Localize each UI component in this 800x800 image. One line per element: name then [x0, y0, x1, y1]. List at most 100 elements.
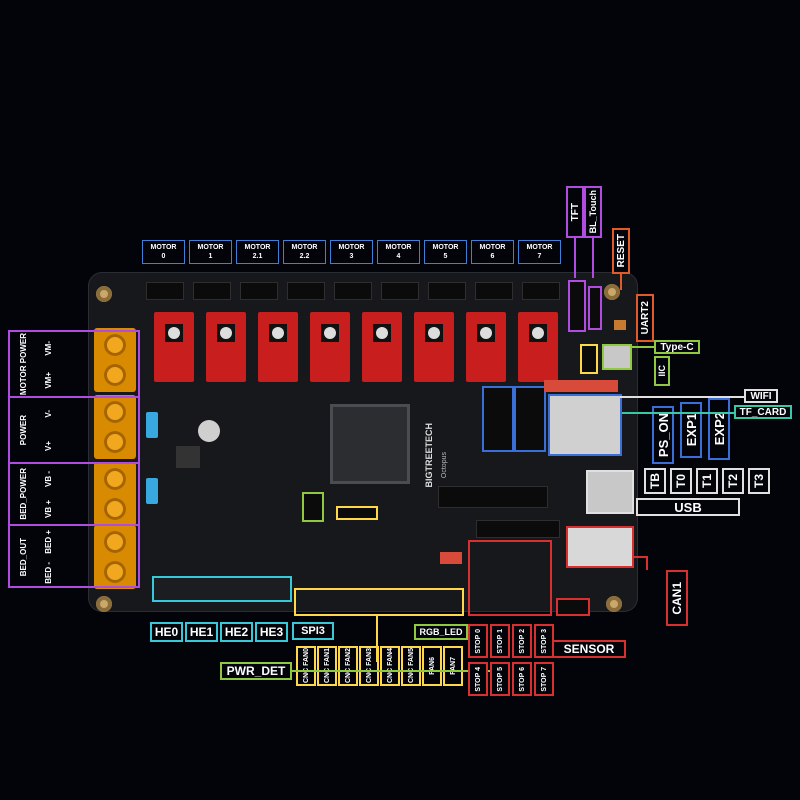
motor-power-label: MOTOR POWER	[18, 332, 28, 396]
motor-label-number: 2.2	[299, 253, 310, 260]
stop-label-text: STOP 5	[496, 666, 504, 692]
fan-label-text: FAN7	[449, 657, 457, 675]
reset-button[interactable]	[614, 320, 626, 330]
stop-label-1: STOP 1	[490, 624, 510, 658]
tf-card-label-box: TF_CARD	[734, 405, 792, 419]
exp2-label: EXP2	[711, 412, 727, 446]
pwr-det-label: PWR_DET	[226, 664, 286, 678]
exp2-label-box: EXP2	[708, 398, 730, 460]
stop-label-text: STOP 2	[518, 628, 526, 654]
tf-card-slot	[548, 394, 622, 456]
model-silk: Octopus	[440, 451, 448, 479]
motor-label-title: MOTOR	[150, 244, 177, 251]
motor-label-4: MOTOR 3	[330, 240, 373, 264]
bed-plus-label: BED +	[43, 529, 53, 554]
uart2-label-box: UART2	[636, 294, 654, 342]
stepper-driver-0	[154, 312, 194, 382]
rgb-header	[440, 552, 462, 564]
bed-power-label: BED_POWER	[18, 468, 28, 520]
motor-header-4	[334, 282, 372, 300]
motor-label-title: MOTOR	[291, 244, 318, 251]
motor-header-2	[240, 282, 278, 300]
board-silkscreen: BIGTREETECH	[420, 410, 438, 500]
tft-label-box: TFT	[566, 186, 584, 238]
motor-label-number: 1	[208, 253, 213, 260]
terminal-motor-power	[94, 328, 136, 392]
power-label-border	[8, 330, 140, 588]
type-c-label-box: Type-C	[654, 340, 700, 354]
motor-label-number: 5	[443, 253, 448, 260]
stop-label-text: STOP 4	[474, 666, 482, 692]
motor-header-0	[146, 282, 184, 300]
stop-label-0: STOP 0	[468, 624, 488, 658]
motor-label-number: 3	[349, 253, 354, 260]
motor-label-number: 6	[490, 253, 495, 260]
fan-label-text: CNC FAN4	[386, 648, 394, 684]
thermistor-label-text: T0	[674, 473, 688, 488]
sensor-header	[556, 598, 590, 616]
fan-label-1: CNC FAN1	[317, 646, 337, 686]
motor-label-number: 2.1	[252, 253, 263, 260]
motor-label-title: MOTOR	[338, 244, 365, 251]
rgb-led-label-box: RGB_LED	[414, 624, 468, 640]
wifi-label: WIFI	[750, 390, 772, 402]
terminal-power	[94, 395, 136, 459]
power-label: POWER	[18, 414, 28, 446]
fan-label-3: CNC FAN3	[359, 646, 379, 686]
inductor	[176, 446, 200, 468]
type-c-label: Type-C	[660, 341, 694, 353]
bl-touch-label: BL_Touch	[588, 190, 598, 234]
ps-on-label: PS_ON	[655, 412, 671, 458]
vb-plus-label: VB +	[43, 499, 53, 518]
fan-label-text: CNC FAN0	[302, 648, 310, 684]
iic-label: IIC	[657, 365, 667, 377]
usb-label-box: USB	[636, 498, 740, 516]
stop-label-text: STOP 6	[518, 666, 526, 692]
stepper-driver-7	[518, 312, 558, 382]
stepper-driver-1	[206, 312, 246, 382]
stop-label-7: STOP 7	[534, 662, 554, 696]
stop-label-text: STOP 0	[474, 628, 482, 654]
stop-label-5: STOP 5	[490, 662, 510, 696]
v-plus-label: V+	[43, 440, 53, 451]
thermistor-label-0: TB	[644, 468, 666, 494]
fan-header-block	[294, 588, 464, 616]
thermistor-label-text: T1	[700, 473, 714, 488]
motor-label-title: MOTOR	[385, 244, 412, 251]
stop-label-2: STOP 2	[512, 624, 532, 658]
fan-label-6: FAN6	[422, 646, 442, 686]
ps-on-label-box: PS_ON	[652, 406, 674, 464]
fan-label-4: CNC FAN4	[380, 646, 400, 686]
heater-label-3: HE3	[255, 622, 288, 642]
mounting-hole	[606, 596, 622, 612]
exp1-header	[482, 386, 514, 452]
heater-label-1: HE1	[185, 622, 218, 642]
stepper-driver-2	[258, 312, 298, 382]
thermistor-label-text: TB	[648, 473, 662, 489]
fan-label-2: CNC FAN2	[338, 646, 358, 686]
vb-minus-label: VB -	[43, 471, 53, 487]
spi3-label: SPI3	[301, 625, 325, 637]
thermistor-label-2: T1	[696, 468, 718, 494]
bed-out-label: BED_OUT	[18, 537, 28, 577]
spi3-header	[302, 492, 324, 522]
motor-label-title: MOTOR	[197, 244, 224, 251]
motor-header-7	[475, 282, 513, 300]
tft-label: TFT	[569, 202, 581, 222]
motor-header-8	[522, 282, 560, 300]
stop-label-3: STOP 3	[534, 624, 554, 658]
rgb-led-label: RGB_LED	[419, 627, 463, 637]
spi3-label-box: SPI3	[292, 622, 334, 640]
motor-label-title: MOTOR	[526, 244, 553, 251]
fan-label-text: CNC FAN5	[407, 648, 415, 684]
stepper-driver-5	[414, 312, 454, 382]
capacitor	[198, 420, 220, 442]
thermistor-label-4: T3	[748, 468, 770, 494]
motor-header-1	[193, 282, 231, 300]
fan-label-text: CNC FAN2	[344, 648, 352, 684]
